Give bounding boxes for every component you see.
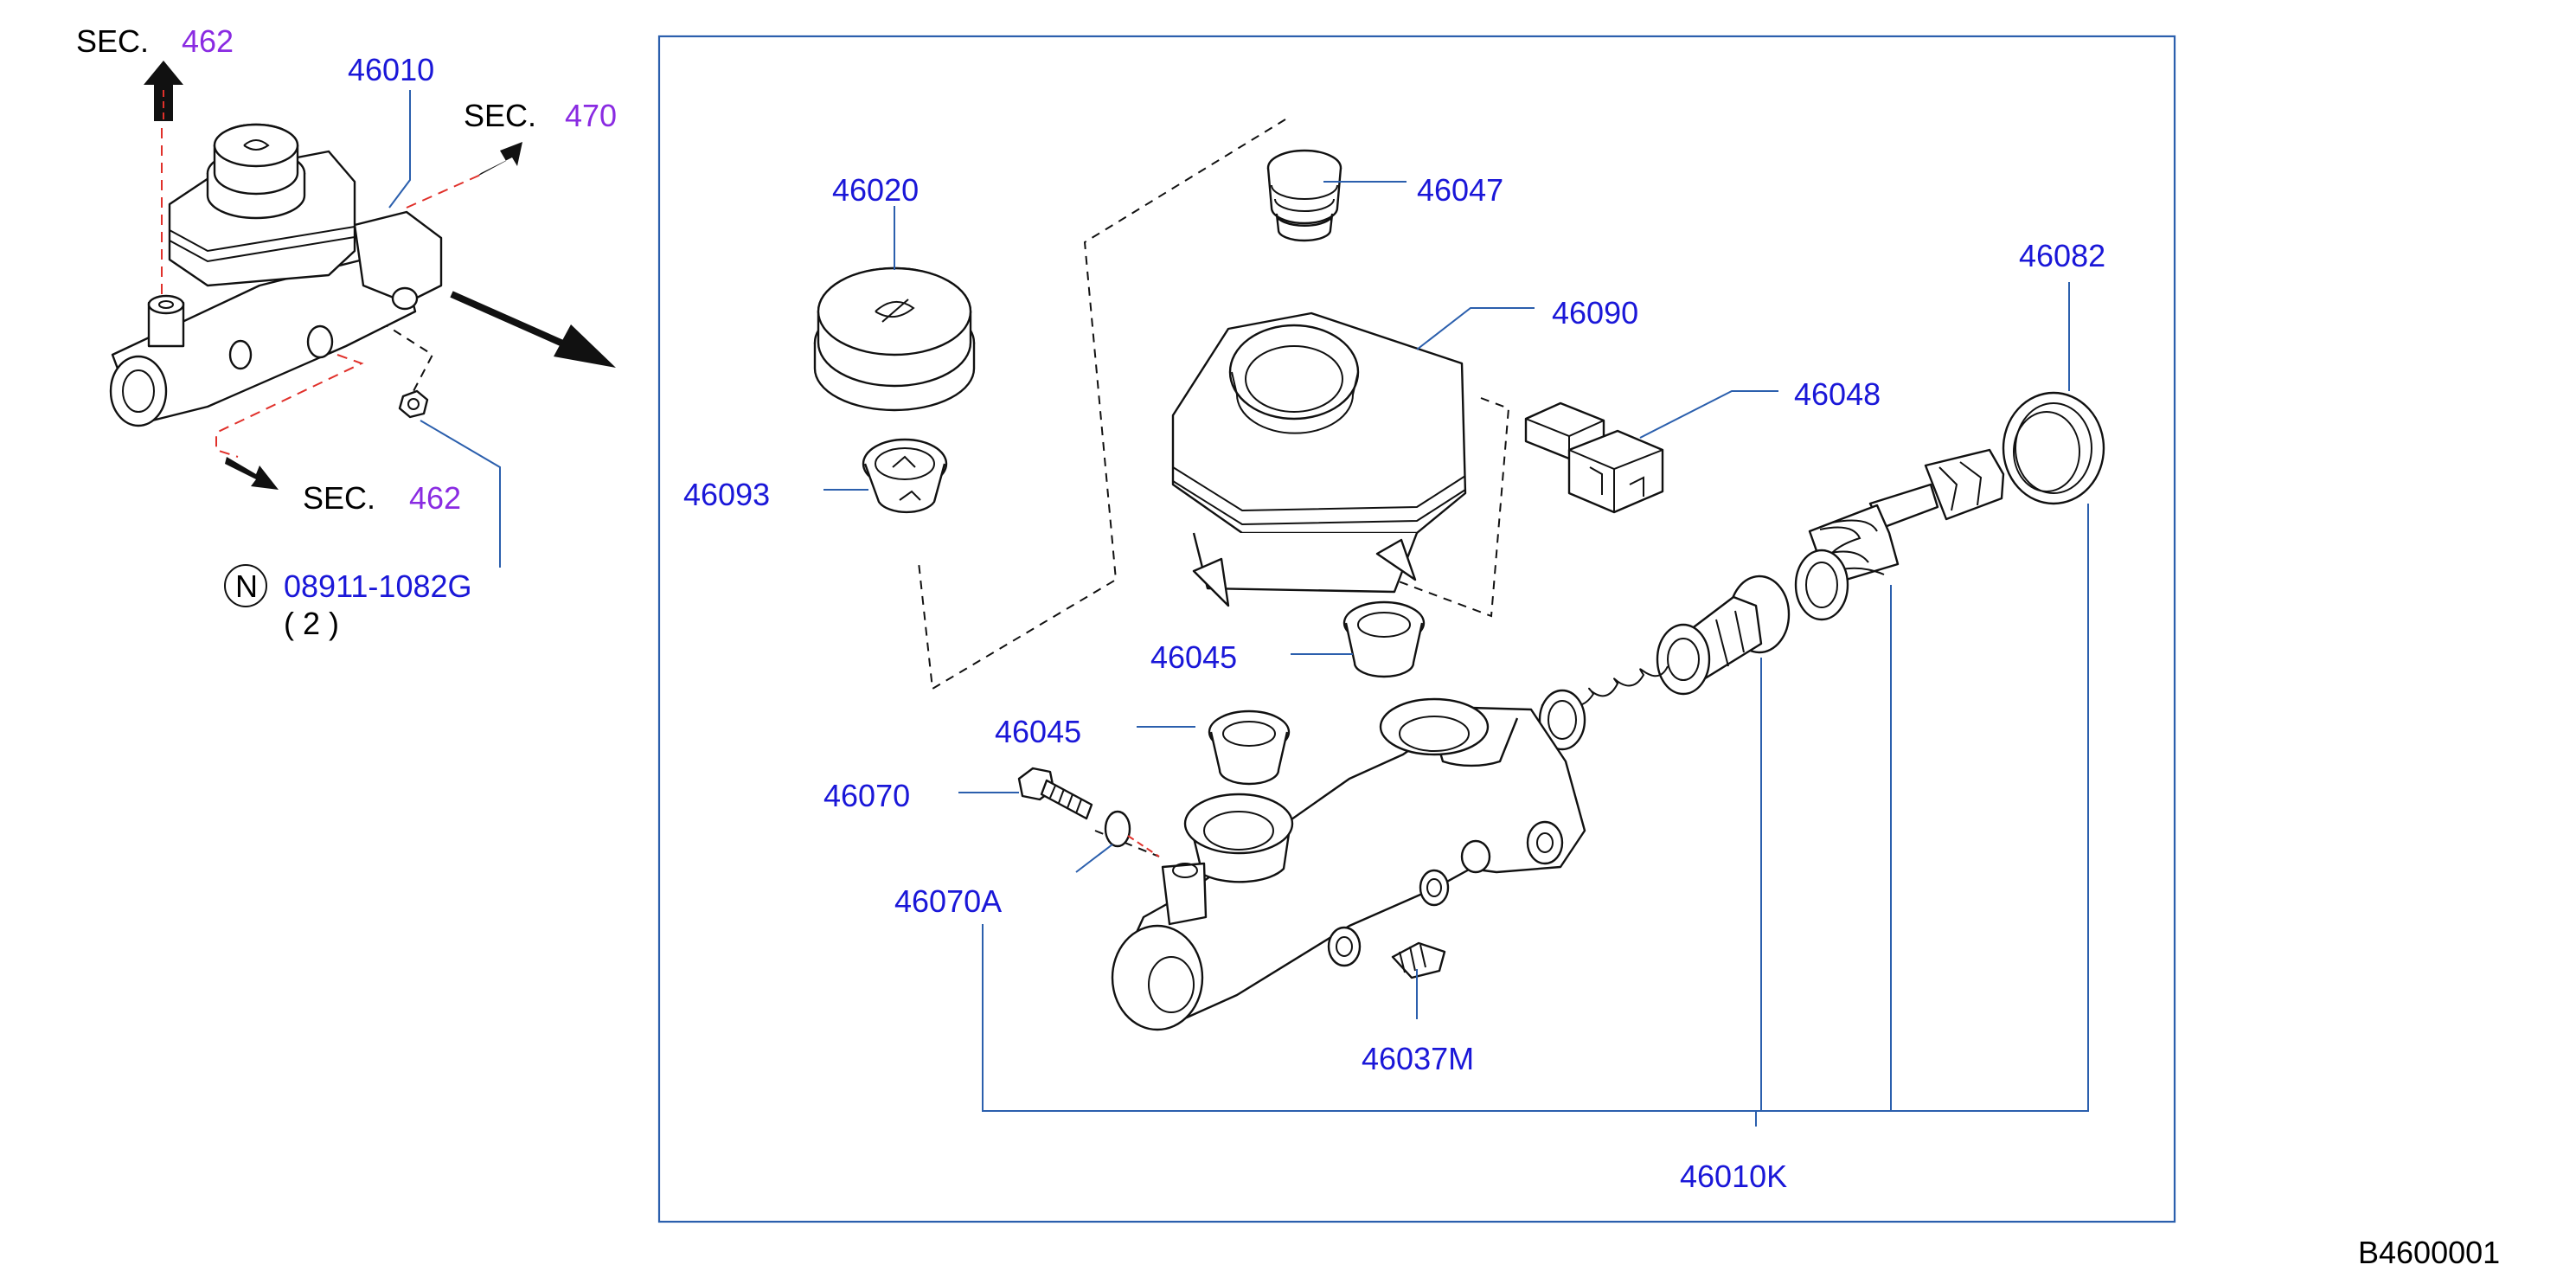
label-46045-lower[interactable]: 46045 <box>995 714 1081 749</box>
route-line <box>406 172 485 209</box>
strainer-46093 <box>862 438 948 514</box>
nut-quantity: ( 2 ) <box>284 606 339 641</box>
label-46037M[interactable]: 46037M <box>1362 1041 1474 1076</box>
guide-lines <box>918 119 1510 857</box>
label-46070A[interactable]: 46070A <box>894 883 1002 919</box>
overview-group: SEC. 462 SEC. 470 SEC. 462 <box>76 23 617 641</box>
switch-46048 <box>1524 401 1664 514</box>
arrow-right-up-icon <box>474 142 522 178</box>
sec-top-word: SEC. <box>76 23 149 59</box>
nut-icon <box>398 389 429 419</box>
cylinder-body <box>1111 697 1586 1031</box>
route-line <box>215 354 364 458</box>
label-46082[interactable]: 46082 <box>2019 238 2105 273</box>
label-46047[interactable]: 46047 <box>1417 172 1503 208</box>
master-cylinder-overview <box>109 123 443 427</box>
label-46045-upper[interactable]: 46045 <box>1150 639 1237 675</box>
sec-bottom-word: SEC. <box>303 480 375 516</box>
nut-guide-line <box>380 321 434 392</box>
diagram-code: B4600001 <box>2358 1235 2500 1270</box>
label-46090[interactable]: 46090 <box>1552 295 1638 331</box>
label-46010K[interactable]: 46010K <box>1680 1159 1787 1194</box>
nut-reference: N 08911-1082G ( 2 ) <box>224 564 472 641</box>
grommet-46045-upper <box>1342 600 1426 678</box>
washer-46070A <box>1104 810 1160 857</box>
label-46070[interactable]: 46070 <box>823 778 910 813</box>
leader-46010 <box>388 90 411 209</box>
leader-nut <box>420 420 501 568</box>
big-arrow-icon <box>450 291 616 368</box>
label-08911-1082G[interactable]: 08911-1082G <box>284 568 472 604</box>
sec-right-word: SEC. <box>464 98 536 133</box>
label-46010[interactable]: 46010 <box>348 52 434 87</box>
grommet-46047 <box>1266 149 1342 242</box>
sec-right-number[interactable]: 470 <box>565 98 617 133</box>
bolt-46070 <box>1017 767 1093 820</box>
reservoir-46090 <box>1171 311 1467 607</box>
grommet-46045-lower <box>1208 709 1291 786</box>
label-46093[interactable]: 46093 <box>683 477 770 512</box>
detail-frame <box>657 35 2176 1223</box>
bleeder-46037M <box>1391 941 1446 979</box>
piston-assembly <box>1794 448 2005 621</box>
sec-bottom-number[interactable]: 462 <box>409 480 461 516</box>
arrow-down-right-icon <box>225 457 279 490</box>
label-46020[interactable]: 46020 <box>832 172 919 208</box>
primary-piston <box>1656 575 1791 696</box>
cap-46020 <box>813 266 976 412</box>
leader-lines <box>823 181 2089 1127</box>
nut-symbol: N <box>235 568 258 604</box>
sec-top-number[interactable]: 462 <box>182 23 234 59</box>
arrow-up-icon <box>144 61 183 121</box>
spring <box>1538 665 1669 751</box>
boot-46082 <box>2002 391 2105 505</box>
label-46048[interactable]: 46048 <box>1794 376 1881 412</box>
